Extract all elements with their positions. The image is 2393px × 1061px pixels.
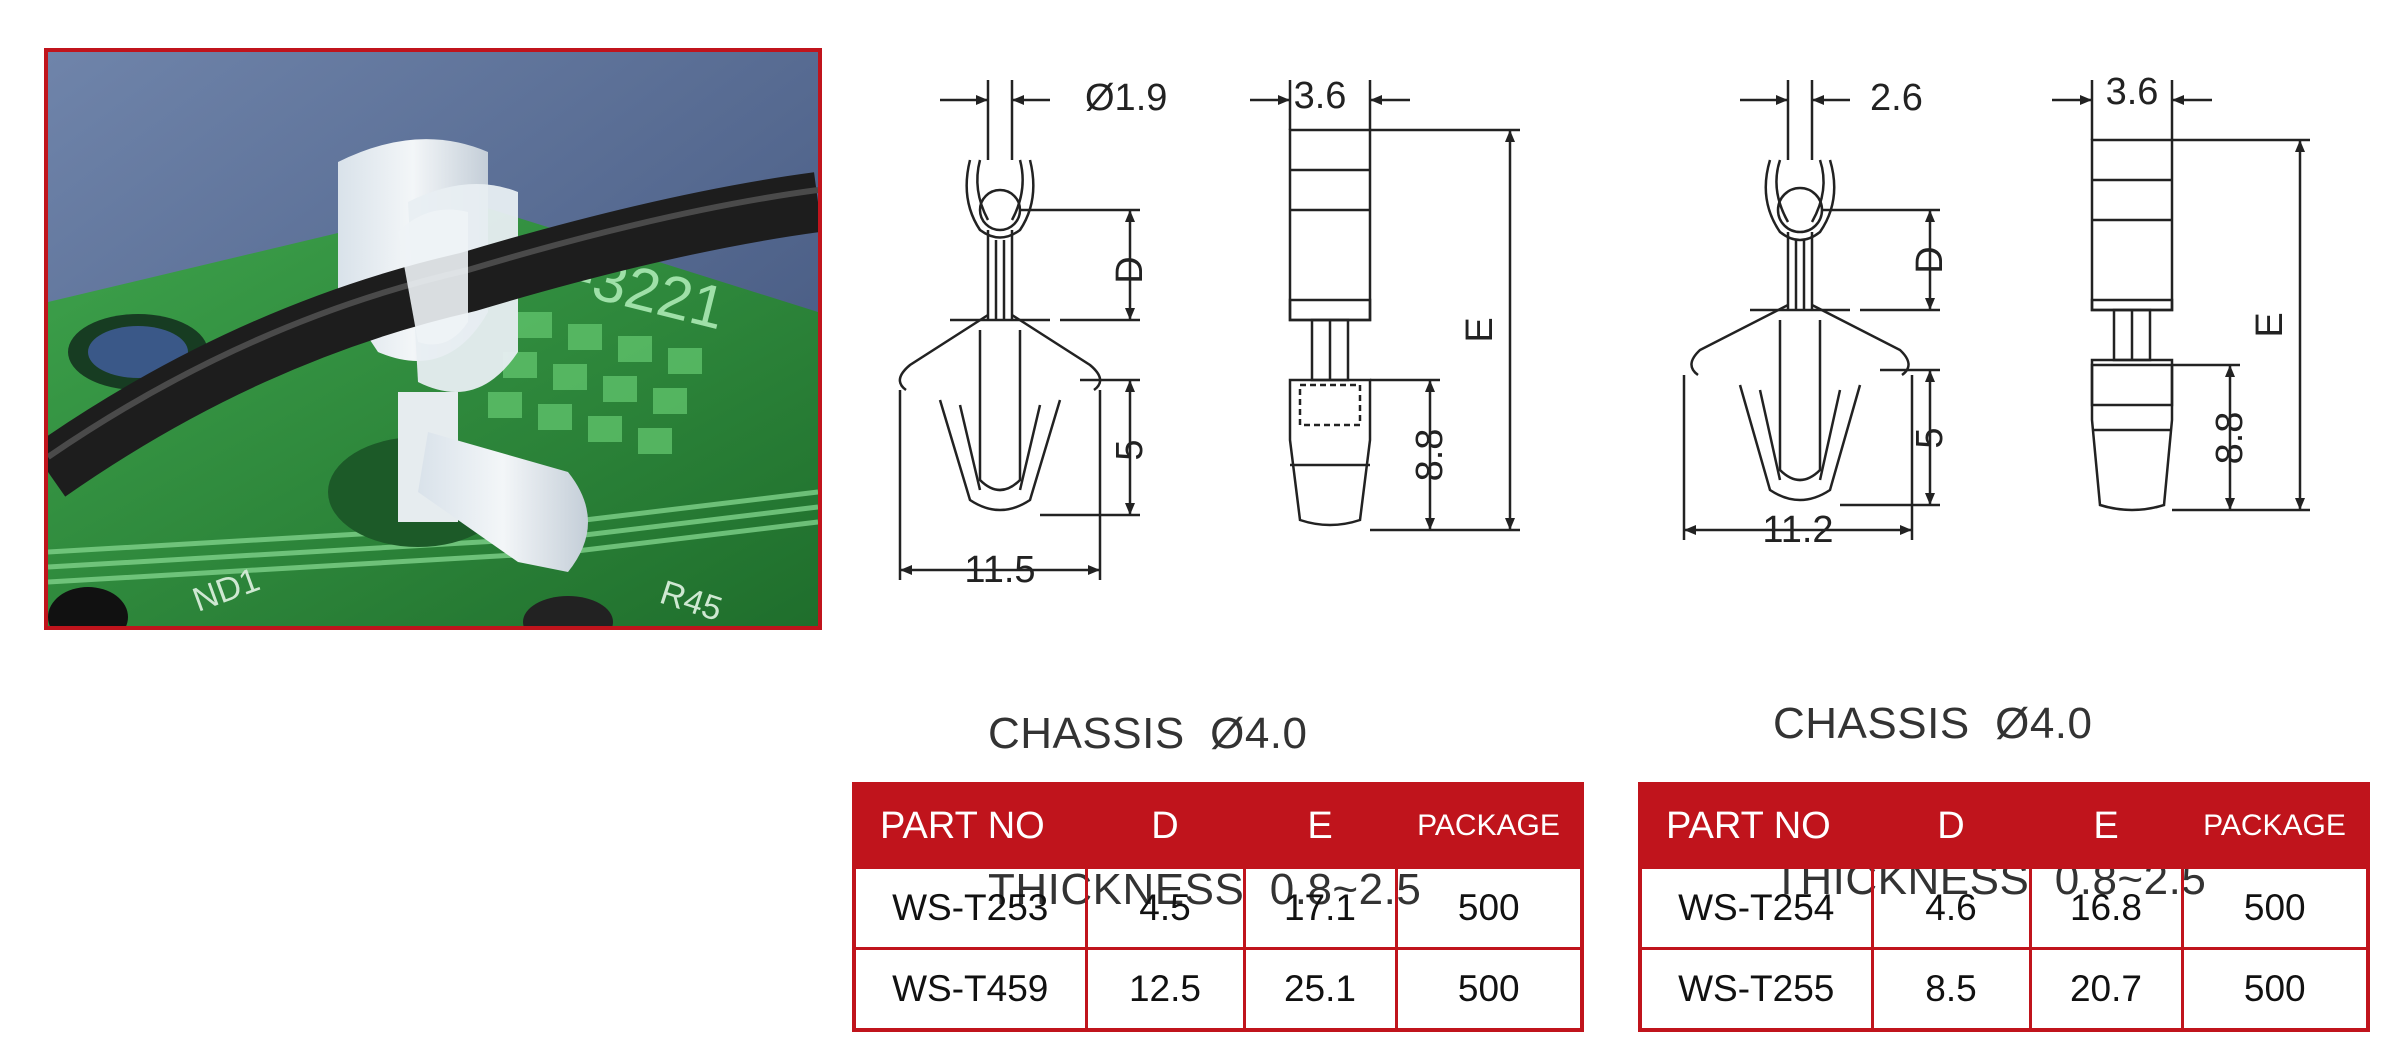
table-header-row: PART NO D E PACKAGE	[853, 783, 1583, 869]
cell-e: 20.7	[2028, 947, 2184, 1032]
cell-package: 500	[2180, 947, 2370, 1032]
table-row: WS-T459 12.5 25.1 500	[852, 947, 1584, 1032]
left-spec-table: PART NO D E PACKAGE WS-T253 4.5 17.1 500…	[852, 782, 1584, 1032]
dim-height-label: 8.8	[2209, 412, 2251, 465]
dim-span-label: 11.2	[1762, 509, 1833, 551]
dim-d-label: D	[1909, 246, 1951, 273]
table-row: WS-T255 8.5 20.7 500	[1638, 947, 2370, 1032]
dim-d-label: D	[1109, 256, 1151, 283]
col-header-e: E	[1243, 783, 1397, 869]
cell-e: 25.1	[1242, 947, 1398, 1032]
dim-width-label: 3.6	[1294, 75, 1347, 117]
product-photo: D-3221 ND1 R45	[44, 48, 822, 630]
right-technical-drawing: 2.6 3.6 D 5 11.2 8.8 E	[1670, 60, 2310, 580]
dim-span-label: 11.5	[964, 549, 1035, 591]
dim-lower-label: 5	[1109, 439, 1151, 460]
col-header-d: D	[1871, 783, 2031, 869]
cell-package: 500	[2180, 866, 2370, 950]
dim-height-label: 8.8	[1409, 429, 1451, 482]
cell-d: 4.5	[1084, 866, 1246, 950]
dim-e-label: E	[1459, 317, 1501, 342]
col-header-package: PACKAGE	[2181, 783, 2369, 869]
cell-e: 17.1	[1242, 866, 1398, 950]
cell-part-no: WS-T459	[852, 947, 1088, 1032]
right-spec-table: PART NO D E PACKAGE WS-T254 4.6 16.8 500…	[1638, 782, 2370, 1032]
left-technical-drawing: Ø1.9 3.6 D 5 11.5 8.8 E	[880, 60, 1520, 591]
cell-part-no: WS-T255	[1638, 947, 1874, 1032]
dim-hole-label: Ø1.9	[1085, 77, 1167, 119]
cell-part-no: WS-T254	[1638, 866, 1874, 950]
table-row: WS-T253 4.5 17.1 500	[852, 866, 1584, 950]
dim-width-label: 3.6	[2106, 71, 2159, 113]
cell-e: 16.8	[2028, 866, 2184, 950]
chassis-text: CHASSIS Ø4.0	[988, 709, 1308, 758]
col-header-d: D	[1085, 783, 1245, 869]
col-header-e: E	[2029, 783, 2183, 869]
table-header-row: PART NO D E PACKAGE	[1639, 783, 2369, 869]
table-row: WS-T254 4.6 16.8 500	[1638, 866, 2370, 950]
dim-lower-label: 5	[1909, 427, 1951, 448]
cell-part-no: WS-T253	[852, 866, 1088, 950]
dim-e-label: E	[2249, 312, 2291, 337]
cell-d: 8.5	[1870, 947, 2032, 1032]
dim-hole-label: 2.6	[1870, 77, 1923, 119]
col-header-package: PACKAGE	[1395, 783, 1583, 869]
col-header-part-no: PART NO	[1639, 783, 1873, 869]
cell-d: 4.6	[1870, 866, 2032, 950]
chassis-text: CHASSIS Ø4.0	[1773, 699, 2093, 748]
col-header-part-no: PART NO	[853, 783, 1087, 869]
cell-package: 500	[1394, 947, 1584, 1032]
cell-package: 500	[1394, 866, 1584, 950]
cell-d: 12.5	[1084, 947, 1246, 1032]
